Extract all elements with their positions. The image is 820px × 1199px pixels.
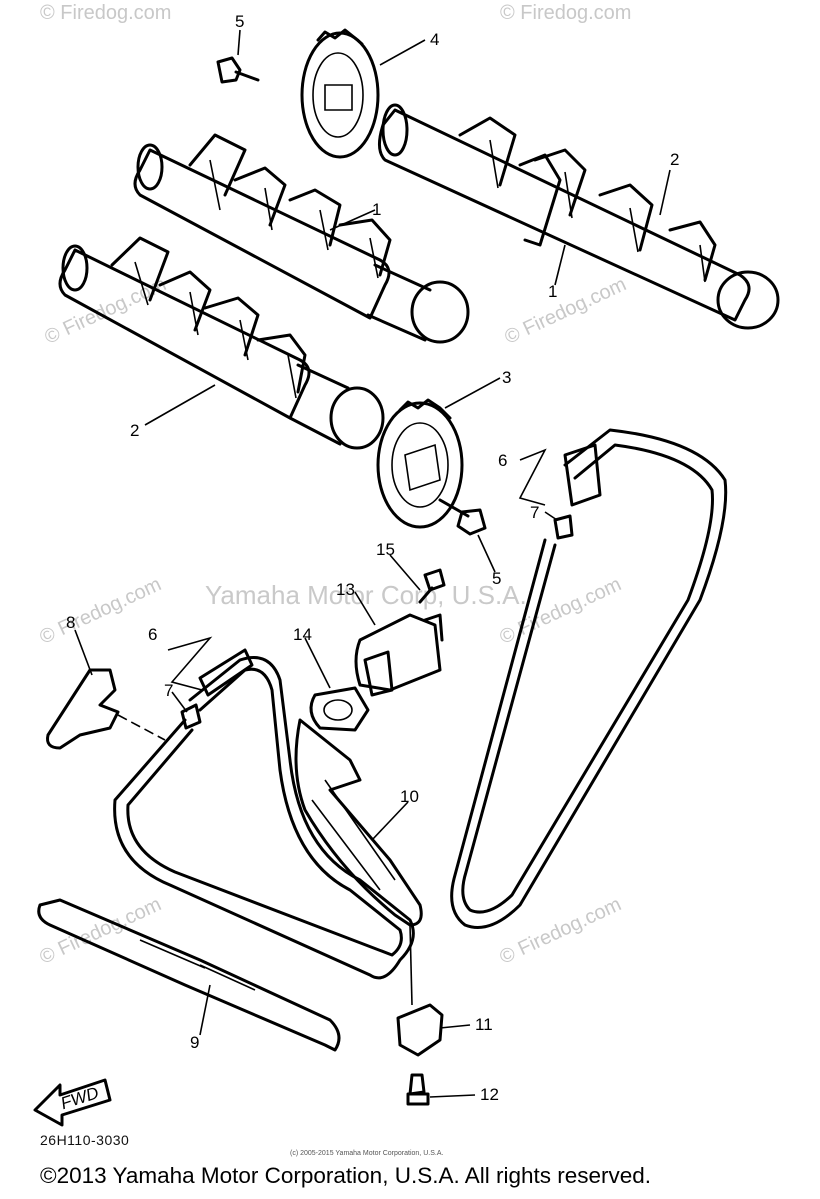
callout-9: 9 (190, 1033, 199, 1052)
chain-tensioner-13 (354, 613, 444, 697)
bolt-5-lower (438, 498, 487, 536)
callout-7-right: 7 (530, 503, 539, 522)
callout-3: 3 (502, 368, 511, 387)
callout-5-lower: 5 (492, 569, 501, 588)
chain-guide-10 (294, 718, 423, 927)
callout-1-upper: 1 (372, 200, 381, 219)
cam-sprocket-3 (376, 398, 464, 529)
callout-2-upper: 2 (670, 150, 679, 169)
cam-sprocket-4 (300, 28, 380, 159)
callout-10: 10 (400, 787, 419, 806)
camshaft-intake-upper (133, 133, 470, 344)
watermark-top-left: © Firedog.com (40, 2, 172, 24)
gasket-14 (309, 686, 370, 732)
bolt-12 (406, 1073, 430, 1106)
callout-labels: 5 4 1 2 1 2 3 6 7 5 15 13 14 6 7 8 10 11… (66, 12, 679, 1104)
watermark-top-right: © Firedog.com (500, 2, 632, 24)
cam-chain-right (450, 428, 728, 929)
bracket-8 (46, 668, 166, 750)
copyright-footer: ©2013 Yamaha Motor Corporation, U.S.A. A… (40, 1163, 652, 1188)
leader-lines (74, 29, 671, 1098)
callout-13: 13 (336, 580, 355, 599)
callout-15: 15 (376, 540, 395, 559)
callout-4: 4 (430, 30, 439, 49)
small-copyright: (c) 2005-2015 Yamaha Motor Corporation, … (290, 1150, 444, 1157)
callout-5-upper: 5 (235, 12, 244, 31)
callout-11: 11 (475, 1015, 493, 1034)
callout-2-lower: 2 (130, 421, 139, 440)
callout-6-left: 6 (148, 625, 157, 644)
cam-chain-left (113, 656, 415, 980)
callout-12: 12 (480, 1085, 499, 1104)
callout-1-right: 1 (548, 282, 557, 301)
camshaft-exhaust-lower (58, 236, 385, 450)
callout-8: 8 (66, 613, 75, 632)
bolt-5-upper (216, 56, 260, 84)
bolt-15 (418, 568, 446, 604)
watermark-center: Yamaha Motor Corp, U.S.A. (205, 580, 527, 610)
chain-guide-9 (37, 898, 341, 1052)
stopper-guide-11 (396, 924, 444, 1057)
diagram-part-number: 26H110-3030 (40, 1132, 130, 1148)
master-link-left (180, 648, 254, 730)
callout-6-right: 6 (498, 451, 507, 470)
callout-14: 14 (293, 625, 312, 644)
camshaft-pair-right (378, 103, 780, 330)
master-link-right (553, 443, 602, 540)
fwd-arrow-icon: FWD (33, 1078, 112, 1127)
callout-7-left: 7 (164, 681, 173, 700)
